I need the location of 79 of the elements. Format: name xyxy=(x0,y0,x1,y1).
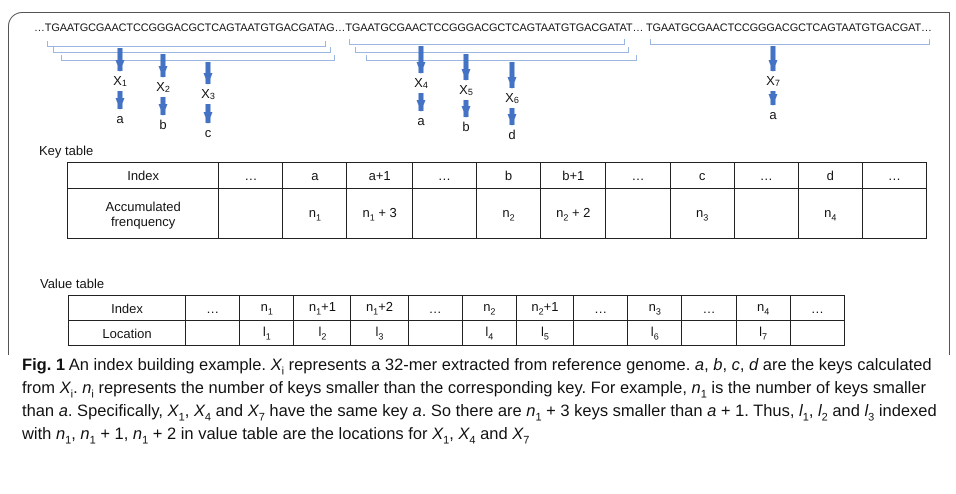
arrow xyxy=(508,62,516,89)
key-label: X$_{7}$ xyxy=(761,74,785,90)
table-cell-text: n$_{1}$ xyxy=(308,204,322,220)
table-cell-text: … xyxy=(244,168,258,183)
arrow xyxy=(204,104,212,124)
table-cell-text: … xyxy=(810,300,824,316)
table-cell-text: a xyxy=(311,168,319,183)
table-cell-text: n$_{4}$ xyxy=(756,299,770,314)
table-cell-text: b xyxy=(504,168,512,183)
table-cell-text: n$_{4}$ xyxy=(824,204,836,220)
row-header: Accumulated frenquency xyxy=(104,198,182,228)
dna-sequence: …TGAATGCGAACTCCGGGACGCTCAGTAATGTGACGATAG…TGAATGCGAACTCCGGGACGCTCAGTAATGTGACGATAT… TGAATGCGAACTCCGGGACGCTCAGTAATGTGACGAT… xyxy=(34,22,932,34)
table-cell-text: l$_{4}$ xyxy=(485,324,494,340)
arrow xyxy=(416,93,426,112)
row-header: Index xyxy=(111,300,143,316)
key-label: a xyxy=(409,114,433,128)
table-cell-text: l$_{3}$ xyxy=(376,324,384,340)
table-cell-text: … xyxy=(632,168,645,183)
key-label: a xyxy=(108,112,132,126)
table-cell-text: … xyxy=(888,168,901,183)
table-cell-text: n$_{1}$ + 3 xyxy=(362,204,397,220)
table-cell-text: l$_{6}$ xyxy=(650,324,659,340)
arrow xyxy=(462,100,470,118)
arrow xyxy=(768,91,778,106)
key-label: X$_{5}$ xyxy=(454,83,478,99)
bracket-line xyxy=(349,39,625,45)
table-cell-text: … xyxy=(702,300,716,316)
table-cell-text: l$_{7}$ xyxy=(759,324,768,340)
arrow xyxy=(116,91,124,110)
table-cell-text: n$_{1}$+1 xyxy=(308,299,336,314)
arrow xyxy=(204,62,212,85)
key-label: X$_{2}$ xyxy=(151,80,175,96)
bracket-line xyxy=(355,47,629,53)
table-cell-text: n$_{2}$ xyxy=(502,204,515,220)
table-cell-text: a+1 xyxy=(368,168,391,183)
bracket-line xyxy=(61,55,335,61)
table-title: Key table xyxy=(39,143,94,158)
arrow xyxy=(158,54,168,78)
key-label: c xyxy=(196,126,220,140)
key-label: b xyxy=(454,120,478,134)
key-label: a xyxy=(761,108,785,122)
table-cell-text: … xyxy=(594,300,608,316)
bracket-line xyxy=(366,55,637,61)
bracket-line xyxy=(47,41,326,47)
table-cell-text: b+1 xyxy=(562,168,584,183)
table-cell-text: n$_{2}$ + 2 xyxy=(556,204,590,220)
key-label: X$_{1}$ xyxy=(108,74,132,90)
arrow xyxy=(158,97,168,116)
arrow xyxy=(508,108,516,126)
table-cell-text: … xyxy=(206,300,220,316)
arrow xyxy=(768,46,778,72)
key-label: d xyxy=(500,128,524,142)
arrow xyxy=(116,48,124,72)
key-label: X$_{4}$ xyxy=(409,76,433,92)
table-cell-text: … xyxy=(438,168,451,183)
table-cell-text: d xyxy=(826,168,834,183)
key-label: X$_{6}$ xyxy=(500,91,524,107)
table-cell-text: … xyxy=(428,300,442,316)
table-cell-text: l$_{1}$ xyxy=(262,324,271,340)
row-header: Index xyxy=(127,168,160,183)
table-cell-text: n$_{3}$ xyxy=(648,299,661,314)
table-cell-text: l$_{5}$ xyxy=(540,324,549,340)
arrow xyxy=(416,46,426,74)
row-header: Location xyxy=(101,326,153,340)
figure-caption: Fig. 1 An index building example. X$_{i}$ represents a 32-mer extracted from reference genome. a, b, c, d are the keys calculated from X$_{i}$. n$_{i}$ represents the number of keys smaller than the corresponding key. For example, n$_{1}$ is the number of keys smaller than a. Specifically, X$_{1}$, X$_{4}$ and X$_{7}$ have the same key a. So there are n$_{1}$ + 3 keys smaller than a + 1. Thus, l$_{1}$, l$_{2}$ and l$_{3}$ indexed with n$_{1}$, n$_{1}$ + 1, n$_{1}$ + 2 in value table are the locations for X$_{1}$, X$_{4}$ and X$_{7}$ xyxy=(22,355,938,446)
table-cell-text: n$_{1}$+2 xyxy=(366,299,394,314)
table-cell-text: n$_{2}$ xyxy=(483,299,496,314)
key-label: b xyxy=(151,118,175,132)
table-cell-text: n$_{1}$ xyxy=(260,299,273,314)
table-cell-text: n$_{2}$+1 xyxy=(531,299,558,314)
table-title: Value table xyxy=(40,276,104,291)
table-cell-text: n$_{3}$ xyxy=(696,204,708,220)
bracket-line xyxy=(650,39,930,45)
bracket-line xyxy=(53,47,331,53)
table-cell-text: … xyxy=(760,168,773,183)
arrow xyxy=(462,54,470,81)
table-cell-text: c xyxy=(698,168,706,183)
table-cell-text: l$_{2}$ xyxy=(318,324,326,340)
key-label: X$_{3}$ xyxy=(196,87,220,103)
